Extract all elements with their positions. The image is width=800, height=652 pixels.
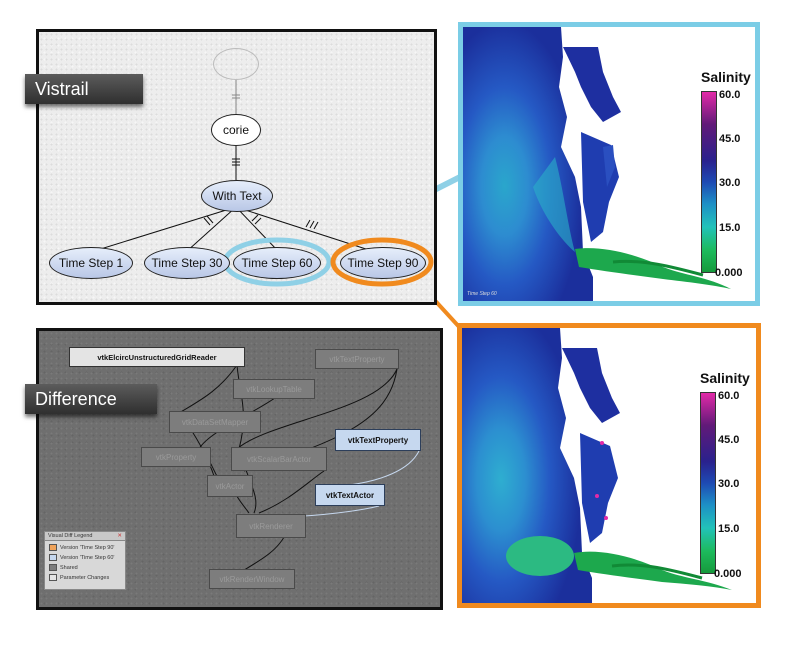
salinity-view-time-step-90[interactable]: Salinity 60.0 45.0 30.0 15.0 0.000: [457, 323, 761, 608]
module-text-actor[interactable]: vtkTextActor: [315, 484, 385, 506]
module-actor[interactable]: vtkActor: [207, 475, 253, 497]
module-text-actor-label: vtkTextActor: [325, 490, 375, 500]
legend-swatch: [49, 554, 57, 561]
legend-item-label: Shared: [60, 564, 78, 571]
legend-item-label: Parameter Changes: [60, 574, 110, 581]
module-renderer[interactable]: vtkRenderer: [236, 514, 306, 538]
module-text-property-label: vtkTextProperty: [347, 435, 409, 445]
version-node-corie[interactable]: corie: [211, 114, 261, 146]
module-actor-label: vtkActor: [215, 481, 245, 491]
legend-item-label: Version 'Time Step 60': [60, 554, 115, 561]
salinity-map-image: [462, 328, 732, 603]
colorbar-tick: 60.0: [719, 89, 741, 101]
salinity-colorbar: [701, 91, 717, 273]
legend-swatch: [49, 574, 57, 581]
version-node-time-step-1[interactable]: Time Step 1: [49, 247, 133, 279]
colorbar-tick: 0.000: [715, 267, 743, 279]
version-node-time-step-30[interactable]: Time Step 30: [144, 247, 230, 279]
module-text-property[interactable]: vtkTextProperty: [335, 429, 421, 451]
version-node-time-step-90-label: Time Step 90: [347, 256, 419, 270]
vistrail-tag: Vistrail: [25, 74, 143, 104]
version-node-time-step-30-label: Time Step 30: [151, 256, 223, 270]
legend-item: Version 'Time Step 60': [49, 554, 125, 561]
vistrail-panel: corie With Text Time Step 1 Time Step 30…: [36, 29, 437, 305]
legend-title: Visual Diff Legend: [48, 533, 93, 539]
version-node-time-step-60[interactable]: Time Step 60: [233, 247, 321, 279]
colorbar-tick: 30.0: [719, 177, 741, 189]
module-lookup-table-label: vtkLookupTable: [246, 384, 302, 394]
version-node-time-step-90[interactable]: Time Step 90: [340, 247, 426, 279]
salinity-title: Salinity: [700, 370, 750, 386]
version-node-corie-label: corie: [222, 123, 249, 137]
module-text-property-shared-label: vtkTextProperty: [329, 354, 385, 364]
difference-tag: Difference: [25, 384, 157, 414]
version-node-with-text-label: With Text: [212, 189, 262, 203]
module-dataset-mapper[interactable]: vtkDataSetMapper: [169, 411, 261, 433]
visual-diff-legend: Visual Diff Legend ✕ Version 'Time Step …: [44, 531, 126, 590]
version-node-time-step-60-label: Time Step 60: [241, 256, 313, 270]
module-elcirc-reader[interactable]: vtkElcircUnstructuredGridReader: [69, 347, 245, 367]
colorbar-tick: 30.0: [718, 478, 740, 490]
version-node-root[interactable]: [213, 48, 259, 80]
version-node-with-text[interactable]: With Text: [201, 180, 273, 212]
colorbar-tick: 15.0: [718, 523, 740, 535]
legend-item: Shared: [49, 564, 125, 571]
legend-swatch: [49, 544, 57, 551]
colorbar-tick: 0.000: [714, 568, 742, 580]
module-text-property-shared[interactable]: vtkTextProperty: [315, 349, 399, 369]
salinity-view-time-step-60[interactable]: Time Step 60 Salinity 60.0 45.0 30.0 15.…: [458, 22, 760, 306]
version-node-time-step-1-label: Time Step 1: [58, 256, 124, 270]
legend-swatch: [49, 564, 57, 571]
salinity-colorbar: [700, 392, 716, 574]
legend-item-label: Version 'Time Step 90': [60, 544, 115, 551]
module-elcirc-reader-label: vtkElcircUnstructuredGridReader: [97, 352, 217, 362]
module-property-label: vtkProperty: [155, 452, 197, 462]
legend-item: Parameter Changes: [49, 574, 125, 581]
colorbar-tick: 60.0: [718, 390, 740, 402]
module-scalar-bar-actor-label: vtkScalarBarActor: [246, 454, 312, 464]
colorbar-tick: 15.0: [719, 222, 741, 234]
salinity-map-image: [463, 27, 731, 301]
module-scalar-bar-actor[interactable]: vtkScalarBarActor: [231, 447, 327, 471]
module-renderer-label: vtkRenderer: [249, 521, 293, 531]
module-dataset-mapper-label: vtkDataSetMapper: [181, 417, 249, 427]
module-render-window-label: vtkRenderWindow: [219, 574, 285, 584]
legend-close-icon[interactable]: ✕: [117, 533, 122, 539]
module-lookup-table[interactable]: vtkLookupTable: [233, 379, 315, 399]
legend-item: Version 'Time Step 90': [49, 544, 125, 551]
colorbar-tick: 45.0: [718, 434, 740, 446]
salinity-title: Salinity: [701, 69, 751, 85]
time-step-caption: Time Step 60: [467, 291, 497, 297]
module-property[interactable]: vtkProperty: [141, 447, 211, 467]
module-render-window[interactable]: vtkRenderWindow: [209, 569, 295, 589]
colorbar-tick: 45.0: [719, 133, 741, 145]
